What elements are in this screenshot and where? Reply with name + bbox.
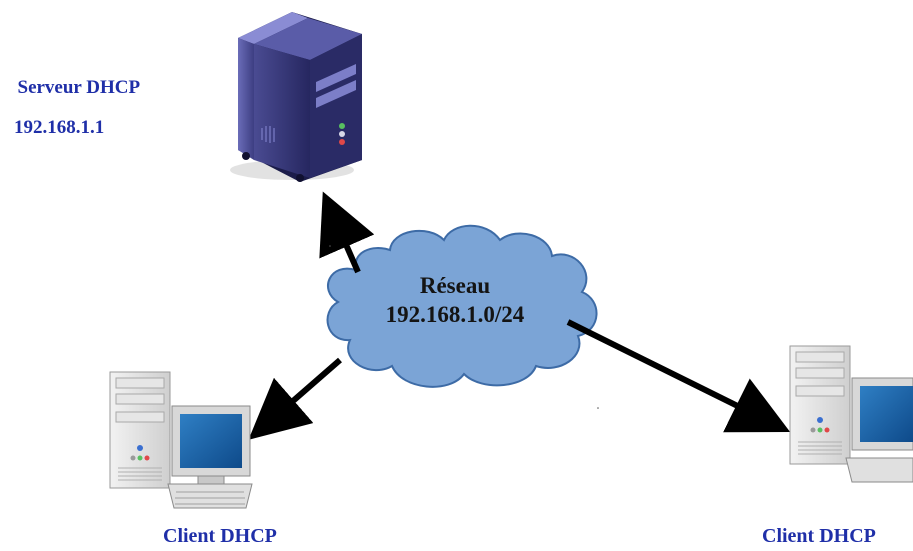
server-ip: 192.168.1.1 (14, 116, 105, 138)
client-computer-icon (789, 345, 913, 483)
client-right-label: Client DHCP (762, 525, 876, 547)
server-icon (230, 12, 362, 182)
network-subnet: 192.168.1.0/24 (385, 301, 525, 327)
network-cloud-icon (326, 224, 598, 388)
arrow-to-client-left (248, 357, 342, 440)
network-label: Réseau 192.168.1.0/24 (345, 272, 565, 330)
network-name: Réseau (419, 273, 491, 298)
server-label: Serveur DHCP 192.168.1.1 (8, 58, 140, 158)
client-computer-icon (109, 371, 253, 509)
server-name: Serveur DHCP (17, 76, 141, 98)
arrow-to-server (319, 191, 375, 274)
arrow-to-client-right (566, 319, 791, 433)
client-left-label: Client DHCP (163, 525, 277, 547)
